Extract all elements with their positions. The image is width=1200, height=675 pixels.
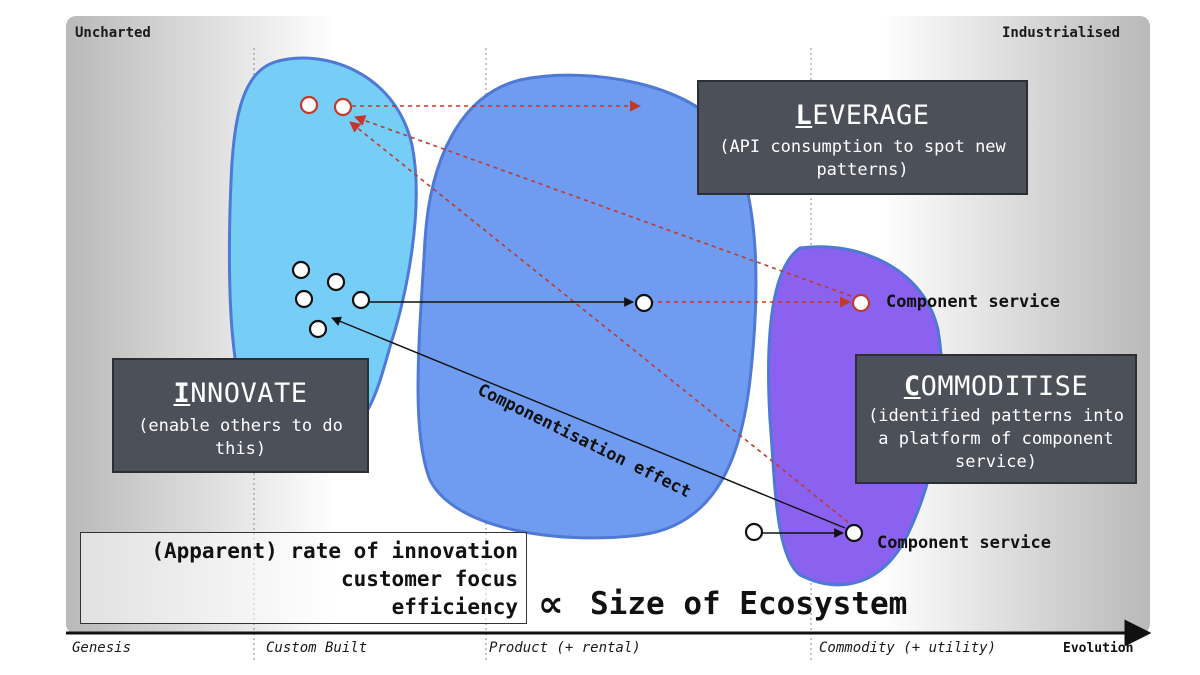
leverage-title-rest: EVERAGE <box>812 100 930 131</box>
industrialised-label: Industrialised <box>1002 25 1121 41</box>
rate-line-efficiency: efficiency <box>391 595 518 619</box>
innovate-subtitle: (enable others to do this) <box>138 416 343 459</box>
stage-product: Product (+ rental) <box>489 640 641 656</box>
leverage-title-cap: L <box>795 100 813 131</box>
node-component-service-bottom <box>844 523 864 543</box>
innovate-box: INNOVATE (enable others to do this) <box>112 358 369 473</box>
commoditise-title-rest: OMMODITISE <box>920 371 1089 402</box>
stage-commodity: Commodity (+ utility) <box>819 640 997 656</box>
uncharted-label: Uncharted <box>75 25 151 41</box>
innovate-title: INNOVATE <box>114 378 367 409</box>
component-nodes <box>291 95 871 543</box>
leverage-box: LEVERAGE (API consumption to spot new pa… <box>697 80 1028 195</box>
innovate-title-rest: NNOVATE <box>190 378 308 409</box>
stage-custom-built: Custom Built <box>266 640 368 656</box>
commoditise-box: COMMODITISE (identified patterns into a … <box>855 354 1137 484</box>
node-1 <box>291 260 311 280</box>
innovate-title-cap: I <box>173 378 191 409</box>
node-component-service-top <box>851 293 871 313</box>
node-2 <box>326 272 346 292</box>
node-commodity-small <box>744 522 764 542</box>
commoditise-title: COMMODITISE <box>857 371 1135 402</box>
solid-arrows <box>331 297 846 538</box>
leverage-title: LEVERAGE <box>699 100 1026 131</box>
node-3 <box>294 289 314 309</box>
leverage-subtitle: (API consumption to spot new patterns) <box>719 137 1006 180</box>
commoditise-title-cap: C <box>903 371 921 402</box>
node-red-2 <box>333 97 353 117</box>
rate-line-customer-focus: customer focus <box>340 567 518 591</box>
stage-genesis: Genesis <box>72 640 132 656</box>
node-4 <box>351 290 371 310</box>
node-red-1 <box>299 95 319 115</box>
node-leverage <box>634 293 654 313</box>
proportional-symbol: ∝ <box>538 584 564 625</box>
component-service-top-label: Component service <box>886 292 1060 312</box>
commoditise-subtitle: (identified patterns into a platform of … <box>868 406 1124 472</box>
dashed-arrows <box>349 100 852 523</box>
size-of-ecosystem-label: Size of Ecosystem <box>590 586 908 622</box>
rate-line-innovation: (Apparent) rate of innovation <box>151 539 518 563</box>
evolution-label: Evolution <box>1063 641 1134 656</box>
innovation-rate-box: (Apparent) rate of innovation customer f… <box>80 532 527 624</box>
node-5 <box>308 319 328 339</box>
component-service-bottom-label: Component service <box>877 533 1051 553</box>
